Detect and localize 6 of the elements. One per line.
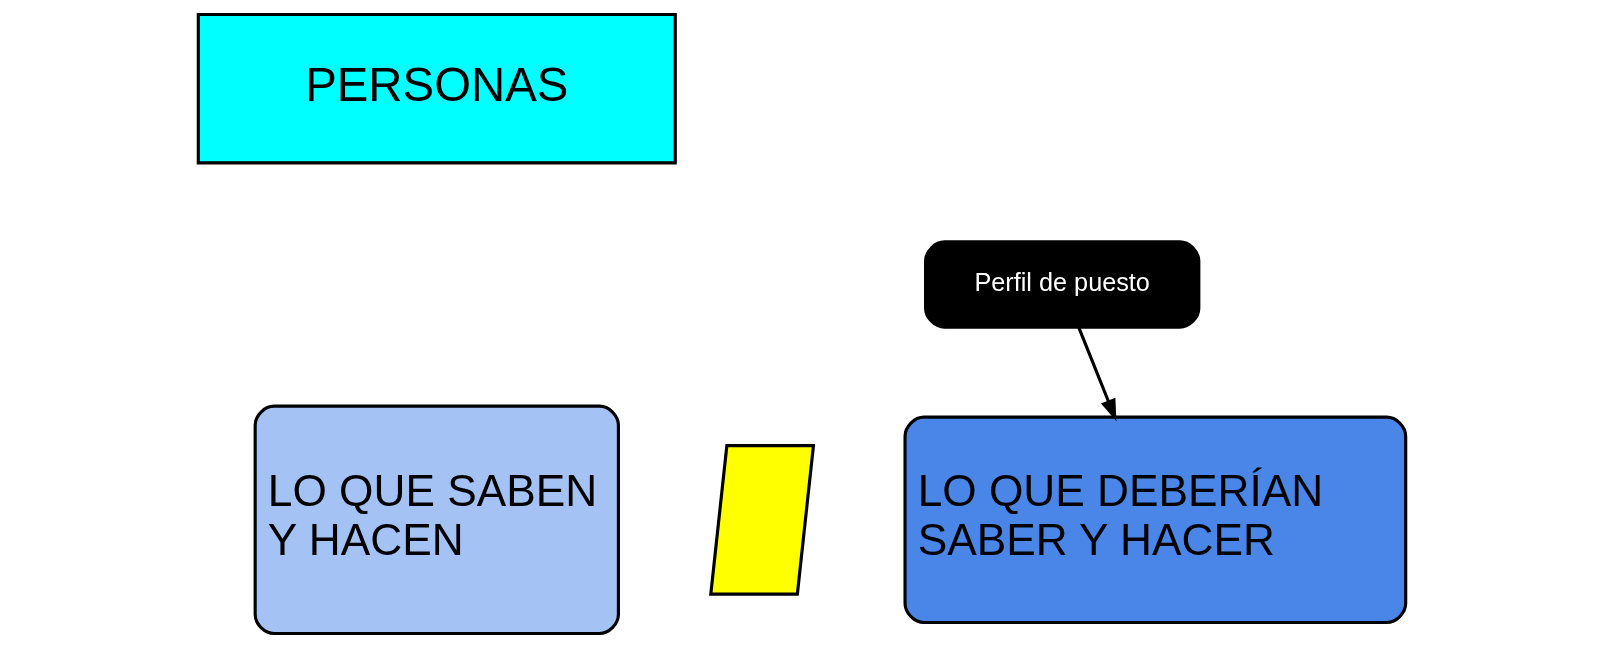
node-box: LO QUE DEBERÍAN SABER Y HACER: [903, 415, 1408, 625]
arrow: [1077, 327, 1117, 422]
node-symbol: [709, 444, 816, 596]
node-box: Perfil de puesto: [924, 240, 1201, 329]
node-box: PERSONAS: [196, 12, 677, 165]
node-box: LO QUE SABEN Y HACEN: [253, 404, 620, 636]
